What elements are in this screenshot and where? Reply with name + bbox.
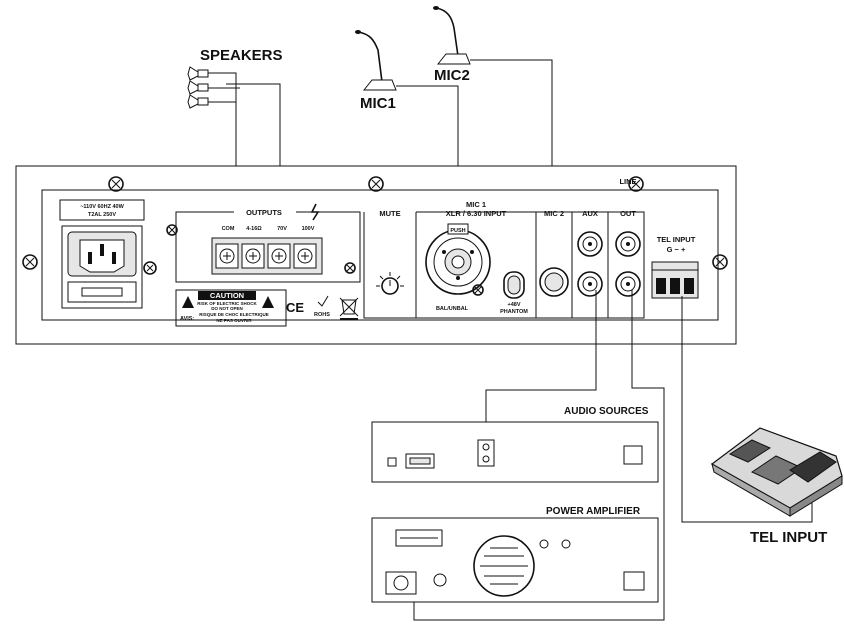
outputs-terminal-100v: 100V — [302, 226, 315, 232]
check-icon — [317, 295, 329, 307]
microphone-icon — [433, 6, 471, 65]
mic1-subtitle: XLR / 6.30 INPUT — [446, 209, 507, 218]
tel-terminal-block — [651, 261, 699, 299]
mute-label: MUTE — [379, 209, 400, 218]
aux-label: AUX — [582, 209, 598, 218]
power-inlet — [61, 225, 143, 309]
power-amplifier-device: POWER AMPLIFIER — [371, 506, 659, 603]
power-rating-line2: T2AL 250V — [88, 212, 116, 218]
aux-rca-jacks — [577, 231, 603, 297]
mic1-title: MIC 1 — [466, 200, 486, 209]
caution-title: CAUTION — [210, 291, 244, 300]
avis-title: AVIS: — [180, 316, 194, 322]
outputs-terminal-com: COM — [222, 226, 235, 232]
mute-knob — [376, 272, 404, 295]
avis-sub1: RISQUE DE CHOC ELECTRIQUE — [199, 312, 269, 317]
phantom-line1: +48V — [508, 302, 521, 308]
ce-mark: CE — [286, 300, 304, 315]
outputs-terminal-70v: 70V — [277, 226, 287, 232]
phantom-switch — [503, 271, 525, 299]
speaker-icon — [187, 66, 209, 109]
caution-sub1: RISK OF ELECTRIC SHOCK — [197, 301, 257, 306]
caution-label: CAUTION RISK OF ELECTRIC SHOCK DO NOT OP… — [175, 289, 287, 327]
line-out-rca-jacks — [615, 231, 641, 297]
xlr-combo-jack: PUSH — [425, 223, 491, 295]
fan-grille — [473, 535, 535, 597]
rohs-mark: ROHS — [314, 312, 330, 318]
speakers-label: SPEAKERS — [200, 47, 283, 64]
speaker-terminal-block — [211, 237, 323, 275]
microphone-icon — [355, 30, 397, 91]
outputs-label: OUTPUTS — [246, 208, 282, 217]
warning-icon — [262, 296, 274, 308]
push-label: PUSH — [450, 228, 465, 234]
tel-terminal-labels: G − + — [667, 245, 686, 254]
tel-input-panel-label: TEL INPUT — [657, 235, 696, 244]
telephone-icon — [710, 427, 843, 517]
bal-unbal-label: BAL/UNBAL — [436, 306, 469, 312]
mic1-label: MIC1 — [360, 95, 396, 112]
mic2-jack-label: MIC 2 — [544, 209, 564, 218]
tel-input-label: TEL INPUT — [750, 529, 827, 546]
warning-icon — [182, 296, 194, 308]
avis-sub2: NE PAS OUVRIR — [216, 318, 252, 323]
outputs-terminal-4-16: 4-16Ω — [246, 226, 262, 232]
panel-screws — [22, 176, 728, 296]
mic2-label: MIC2 — [434, 67, 470, 84]
mic2-jack — [539, 267, 569, 297]
main-unit: ~110V 60HZ 40W T2AL 250V OUTPUTS COM 4-1… — [15, 165, 737, 345]
line-out-label-2: OUT — [620, 209, 636, 218]
caution-sub2: DO NOT OPEN — [211, 306, 243, 311]
phantom-line2: PHANTOM — [500, 309, 528, 315]
power-rating-line1: ~110V 60HZ 40W — [80, 204, 124, 210]
line-out-label-1: LINE — [619, 177, 636, 186]
power-amplifier-label: POWER AMPLIFIER — [546, 506, 641, 517]
weee-bin-icon — [339, 297, 359, 320]
audio-sources-label: AUDIO SOURCES — [564, 406, 649, 417]
audio-sources-device: AUDIO SOURCES — [371, 406, 659, 483]
lightning-icon — [310, 203, 320, 221]
